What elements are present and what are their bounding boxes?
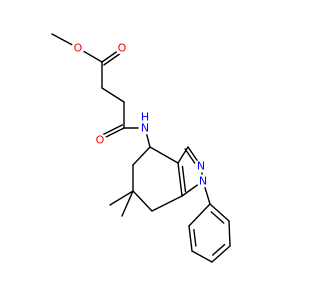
atom-h-amide: H [139,111,151,124]
bond-gem-methyl-1 [109,190,134,206]
bond-ring-c6-c7 [132,190,153,212]
atom-o-ester-carbonyl-text: O [118,42,127,55]
bond-ring-c3a-c4 [149,146,179,164]
atom-o-ester-carbonyl-bg [115,41,129,55]
atom-o-ester-carbonyl: O [115,41,129,55]
bond-ring-c3a-c3 [177,146,189,164]
bond-ring-c7-c7a [151,195,183,212]
atom-n-pyrazole-2-bg [194,159,208,173]
bond-phenyl-0 [209,203,230,222]
atom-o-amide-bg [93,133,107,147]
atom-n-pyrazole-1-bg [196,174,210,188]
atom-n-pyrazole-2: N [194,159,208,173]
atom-n-pyrazole-1: N [196,174,210,188]
atom-n-pyrazole-2-text: N [197,160,205,173]
atom-n-amide-bg [138,121,152,135]
atom-o-amide-text: O [96,134,105,147]
atom-o-ester-bridge-text: O [74,42,83,55]
atom-o-ester-bridge: O [71,41,85,55]
bond-phenyl-3 [191,250,213,263]
bond-phenyl-5 [188,203,211,227]
bond-phenyl-4 [188,225,193,252]
bond-phenyl-aromatic-2 [212,243,226,256]
bond-c7a-c3a-main [177,162,183,197]
bond-chain-mid [101,87,125,103]
bond-layer [51,33,231,263]
bond-gem-methyl-2 [121,190,134,217]
bond-c7a-c3a-second [181,165,187,193]
atom-h-amide-bg [139,111,151,123]
atom-n-amide: N [138,121,152,135]
bond-ring-c4-c5 [132,146,151,166]
atom-n-amide-text: N [141,122,149,135]
bond-phenyl-1 [228,220,231,247]
atom-o-amide: O [93,133,107,147]
atom-h-amide-text: H [141,111,149,124]
bond-phenyl-2 [211,245,231,263]
bond-phenyl-aromatic-4 [193,228,197,247]
atom-n-pyrazole-1-text: N [199,175,207,188]
bond-phenyl-aromatic-0 [210,211,225,224]
atom-o-ester-bridge-bg [71,41,85,55]
